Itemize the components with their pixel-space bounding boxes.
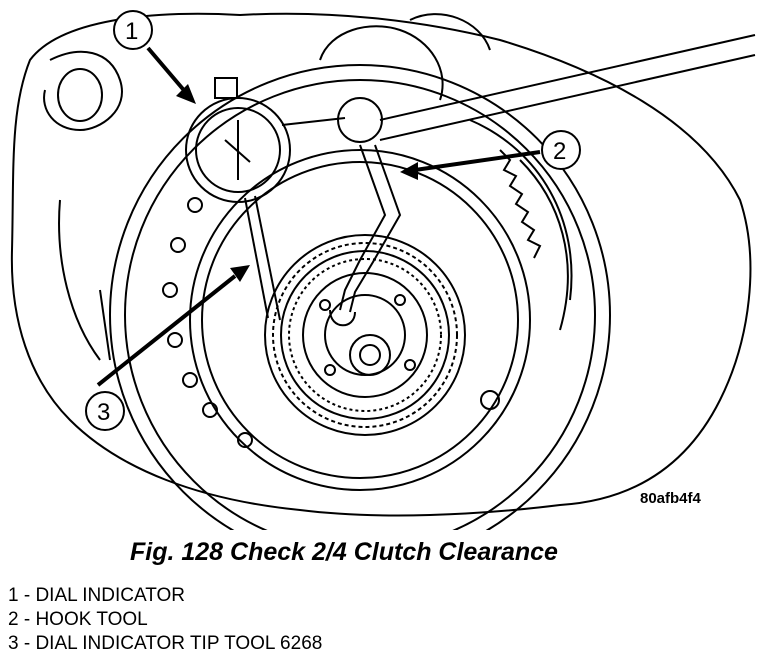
- bolt-hole: [170, 237, 186, 253]
- svg-text:1: 1: [125, 18, 138, 45]
- case-bore: [57, 68, 103, 122]
- dial-indicator: [185, 77, 346, 321]
- callout-3: 3: [85, 265, 250, 431]
- figure-caption: Fig. 128 Check 2/4 Clutch Clearance: [130, 538, 558, 566]
- bolt-hole: [187, 197, 203, 213]
- bolt-hole: [480, 390, 500, 410]
- figure-code: 80afb4f4: [640, 490, 701, 507]
- legend-item: 2 - HOOK TOOL: [8, 609, 148, 630]
- bolt-hole: [237, 432, 253, 448]
- legend-item: 1 - DIAL INDICATOR: [8, 585, 186, 606]
- hook-tool: [329, 34, 756, 327]
- hand: [319, 13, 491, 101]
- legend: 1 - DIAL INDICATOR 2 - HOOK TOOL 3 - DIA…: [8, 584, 322, 656]
- bolt-hole: [182, 372, 198, 388]
- band-gear: [469, 119, 573, 301]
- clutch-clearance-illustration: 1 2 3: [10, 10, 756, 530]
- callout-1: 1: [113, 10, 196, 104]
- legend-item: 3 - DIAL INDICATOR TIP TOOL 6268: [8, 633, 323, 654]
- bolt-hole: [162, 282, 178, 298]
- clutch-pack: [264, 234, 466, 436]
- svg-text:2: 2: [553, 138, 566, 165]
- svg-text:3: 3: [97, 399, 110, 426]
- clutch-housing-outer: [109, 64, 611, 530]
- input-shaft: [349, 334, 391, 376]
- transmission-case: [10, 12, 752, 517]
- callout-2: 2: [400, 130, 581, 180]
- bolt-hole: [167, 332, 183, 348]
- bolt-hole: [202, 402, 218, 418]
